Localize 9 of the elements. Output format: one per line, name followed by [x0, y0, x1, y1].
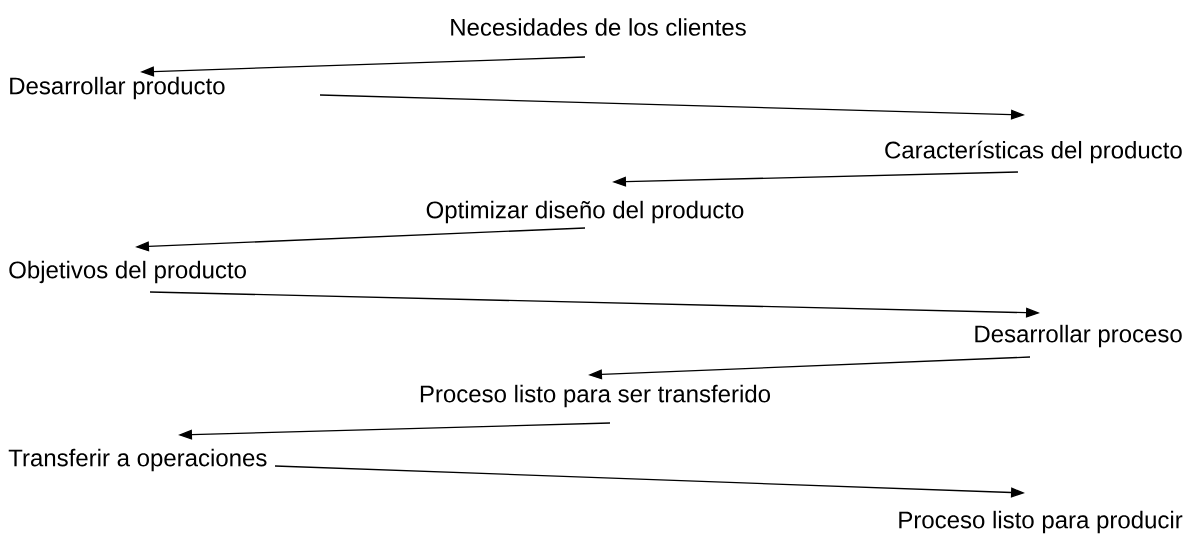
step-text: Proceso listo para ser transferido: [420, 384, 771, 408]
step-text: Proceso listo para producir: [899, 510, 1183, 534]
step-text: Características del producto: [885, 140, 1182, 164]
step-text: Objetivos del producto: [9, 260, 246, 284]
step-text: Desarrollar proceso: [975, 324, 1182, 348]
step-text: Optimizar diseño del producto: [426, 200, 744, 224]
step-text: Necesidades de los clientes: [451, 18, 746, 36]
step-text: Transferir a operaciones: [8, 448, 267, 472]
step-text: Desarrollar producto: [10, 76, 225, 100]
